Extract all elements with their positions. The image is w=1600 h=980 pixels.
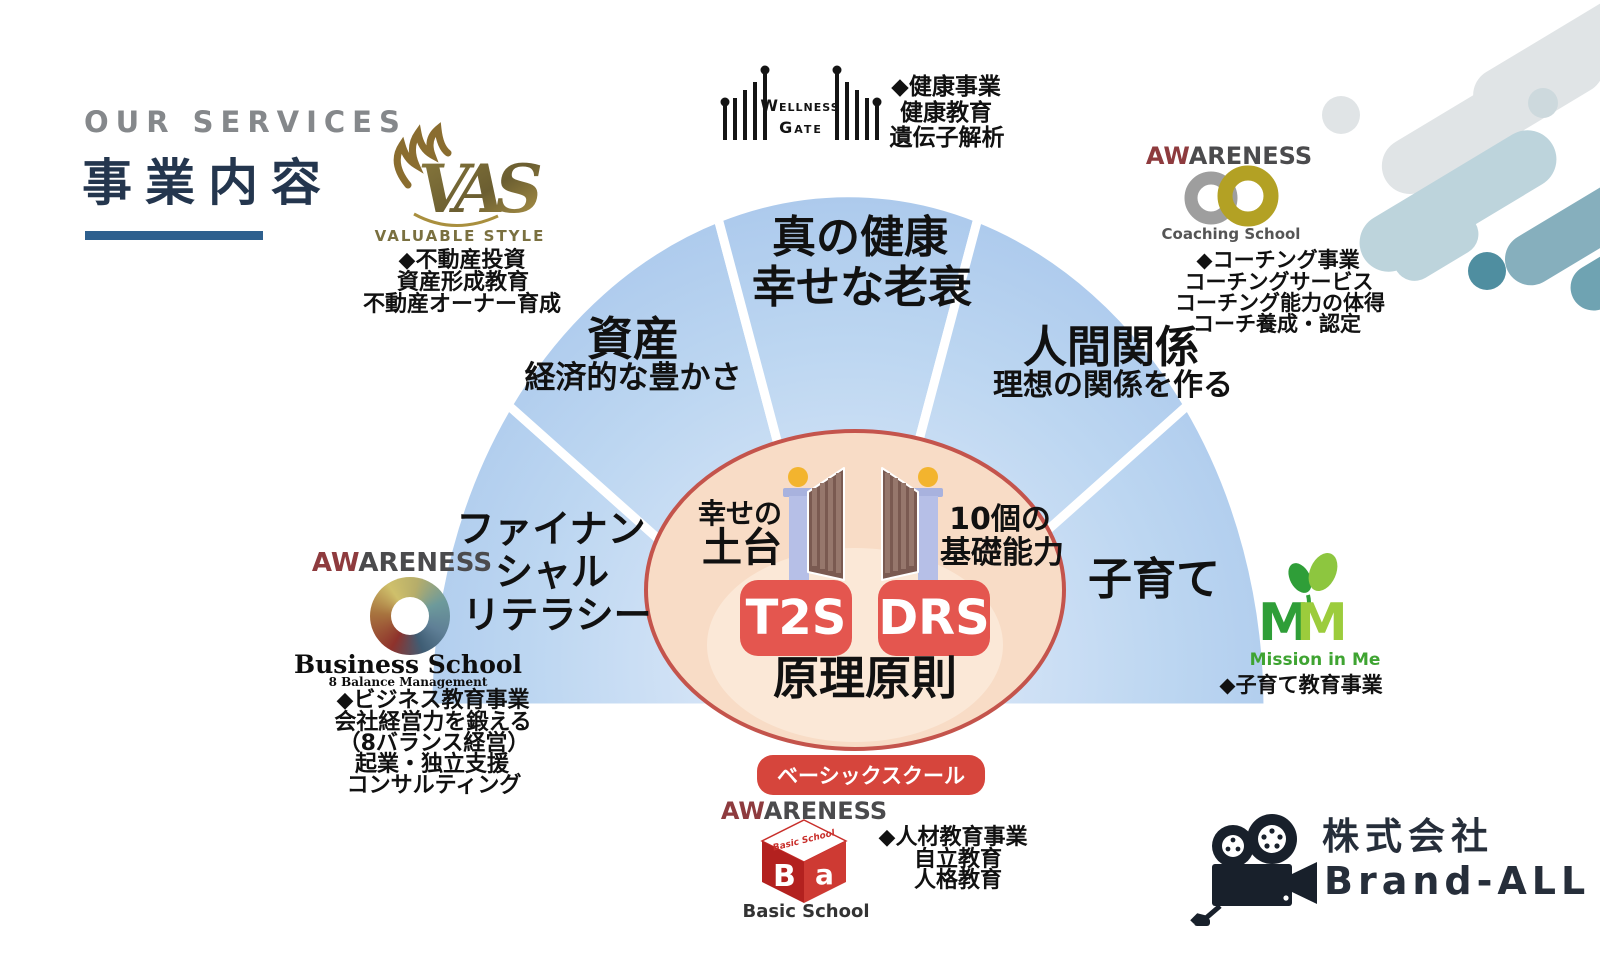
business-school-tagline: 8 Balance Management — [328, 675, 488, 689]
business-bullet-3: （8バランス経営） — [338, 731, 530, 756]
svg-text:a: a — [815, 858, 834, 891]
chip-drs-label: DRS — [878, 590, 990, 646]
segment-financial-line1: ファイナン — [456, 507, 646, 551]
valuable-style-logo: VAS — [393, 122, 550, 228]
valuable-style-name: VALUABLE STYLE — [374, 227, 546, 245]
blob-circle-bluegray — [1528, 88, 1558, 118]
basic-bullet-3: 人格教育 — [913, 868, 1003, 893]
business-school-label: Business School — [293, 650, 523, 679]
business-awareness-accent: AW — [311, 548, 359, 578]
company-prefix: 株式会社 — [1322, 815, 1494, 858]
wellness-gate-bullet-3: 遺伝子解析 — [889, 125, 1005, 151]
svg-text:VAS: VAS — [418, 150, 540, 228]
mission-in-me-bullet: ◆子育て教育事業 — [1219, 673, 1383, 697]
basic-awareness-brand: AWARENESS — [721, 797, 887, 825]
coaching-bullet-2: コーチングサービス — [1184, 270, 1374, 294]
coaching-bullet-3: コーチング能力の体得 — [1175, 291, 1385, 315]
blob-circle-gray — [1322, 96, 1360, 134]
wellness-gate-name-line2: Gate — [779, 118, 823, 137]
mission-in-me-logo: M M — [1258, 552, 1348, 653]
business-awareness-rest: ARENESS — [358, 548, 493, 578]
center-foundation-line2: 土台 — [702, 525, 782, 571]
chip-drs: DRS — [878, 580, 990, 656]
mission-in-me-name: Mission in Me — [1249, 650, 1381, 670]
blob-circle-teal — [1468, 252, 1506, 290]
center-abilities-line1: 10個の — [949, 502, 1051, 537]
basic-bullet-1: ◆人材教育事業 — [878, 825, 1028, 850]
basic-school-cube-icon: Basic School B a — [760, 819, 848, 903]
segment-assets-title: 資産 — [587, 312, 679, 366]
segment-parenting-title: 子育て — [1088, 554, 1220, 605]
coaching-bullet-4: コーチ養成・認定 — [1193, 312, 1361, 336]
title-underline — [85, 231, 263, 240]
svg-text:B: B — [773, 859, 796, 894]
chip-t2s-label: T2S — [745, 590, 847, 646]
basic-school-ribbon: ベーシックスクール — [757, 755, 985, 795]
center-foundation-line1: 幸せの — [697, 497, 783, 530]
chip-t2s: T2S — [740, 580, 852, 656]
coaching-awareness-rest: ARENESS — [1188, 142, 1313, 170]
basic-school-label: Basic School — [742, 901, 870, 922]
section-kicker: OUR SERVICES — [84, 105, 407, 139]
business-bullet-5: コンサルティング — [346, 773, 522, 798]
coaching-awareness-accent: AW — [1145, 142, 1189, 170]
segment-relations-subtitle: 理想の関係を作る — [993, 368, 1233, 403]
coaching-awareness-brand: AWARENESS — [1146, 142, 1312, 170]
segment-financial-line3: リテラシー — [462, 593, 652, 637]
segment-assets-subtitle: 経済的な豊かさ — [524, 360, 742, 396]
coaching-bullet-1: ◆コーチング事業 — [1196, 248, 1360, 272]
business-school-ring-hole — [391, 597, 429, 635]
coaching-school-label: Coaching School — [1161, 225, 1301, 243]
page-title: 事業内容 — [82, 154, 334, 212]
valuable-style-bullet-1: ◆不動産投資 — [398, 248, 526, 273]
svg-text:M: M — [1296, 593, 1348, 653]
segment-relations-title: 人間関係 — [1023, 322, 1199, 373]
segment-financial-line2: シャル — [494, 550, 610, 594]
valuable-style-bullet-2: 資産形成教育 — [396, 270, 530, 295]
basic-awareness-rest: ARENESS — [763, 797, 888, 825]
svg-text:M: M — [1258, 593, 1310, 653]
wellness-gate-bullet-1: ◆健康事業 — [891, 74, 1001, 100]
basic-awareness-accent: AW — [720, 797, 764, 825]
business-bullet-4: 起業・独立支援 — [354, 752, 510, 777]
center-principle: 原理原則 — [773, 651, 957, 705]
gate-icon — [783, 467, 943, 582]
business-bullet-2: 会社経営力を鍛える — [334, 710, 532, 735]
valuable-style-bullet-3: 不動産オーナー育成 — [362, 292, 562, 317]
segment-health-line1: 真の健康 — [772, 212, 948, 263]
segment-health-line2: 幸せな老衰 — [752, 262, 972, 313]
company-name: Brand-ALL — [1324, 859, 1591, 903]
movie-camera-icon — [1190, 814, 1317, 926]
basic-bullet-2: 自立教育 — [913, 847, 1003, 872]
wellness-gate-logo — [720, 65, 882, 140]
business-awareness-brand: AWARENESS — [312, 548, 492, 578]
center-abilities-line2: 基礎能力 — [940, 535, 1064, 571]
coaching-school-rings-icon — [1184, 165, 1279, 227]
wellness-gate-name-line1: Wellness — [760, 96, 840, 115]
business-bullet-1: ◆ビジネス教育事業 — [336, 688, 530, 713]
wellness-gate-bullet-2: 健康教育 — [900, 100, 992, 126]
